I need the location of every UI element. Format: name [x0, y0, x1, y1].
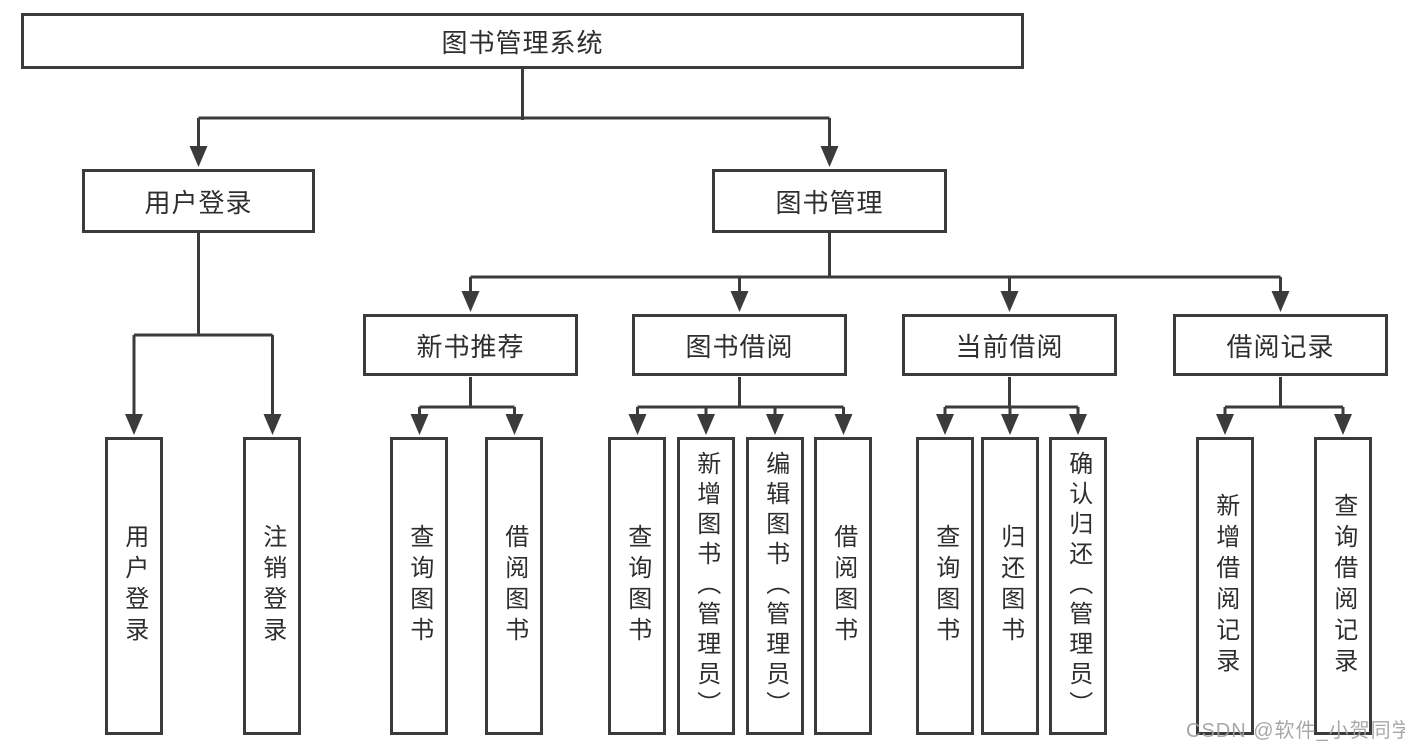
node-current-borrowing: 当前借阅 — [902, 314, 1117, 376]
node-borrow-borrow-books: 借阅图书 — [814, 437, 872, 735]
node-new-book-recommend-label: 新书推荐 — [416, 331, 525, 362]
node-records-add-record-label: 新增借阅记录 — [1211, 493, 1239, 679]
node-borrowing-records: 借阅记录 — [1173, 314, 1388, 376]
node-user-login-branch: 用户登录 — [82, 169, 315, 233]
node-current-query-books-label: 查询图书 — [931, 524, 959, 648]
node-root: 图书管理系统 — [21, 13, 1024, 69]
node-user-login-leaf-label: 用户登录 — [120, 524, 148, 648]
node-current-query-books: 查询图书 — [916, 437, 974, 735]
node-new-book-recommend: 新书推荐 — [363, 314, 578, 376]
arrowheads — [125, 146, 1352, 435]
node-records-add-record: 新增借阅记录 — [1196, 437, 1254, 735]
node-user-login-branch-label: 用户登录 — [144, 187, 253, 218]
node-borrow-query-books: 查询图书 — [608, 437, 666, 735]
node-current-confirm-return-admin: 确认归还（管理员） — [1049, 437, 1107, 735]
node-book-borrowing: 图书借阅 — [632, 314, 847, 376]
node-records-query-record: 查询借阅记录 — [1314, 437, 1372, 735]
node-borrow-edit-books-admin-label: 编辑图书（管理员） — [761, 451, 789, 721]
node-current-confirm-return-admin-label: 确认归还（管理员） — [1064, 451, 1092, 721]
node-newbook-query-books-label: 查询图书 — [405, 524, 433, 648]
node-book-management-branch: 图书管理 — [712, 169, 947, 233]
node-borrowing-records-label: 借阅记录 — [1226, 331, 1335, 362]
node-logout-leaf-label: 注销登录 — [258, 524, 286, 648]
node-borrow-edit-books-admin: 编辑图书（管理员） — [746, 437, 804, 735]
node-user-login-leaf: 用户登录 — [105, 437, 163, 735]
watermark: CSDN @软件_小贺同学 — [1186, 720, 1405, 742]
node-borrow-add-books-admin: 新增图书（管理员） — [677, 437, 735, 735]
node-newbook-borrow-books: 借阅图书 — [485, 437, 543, 735]
node-borrow-borrow-books-label: 借阅图书 — [829, 524, 857, 648]
node-current-return-books: 归还图书 — [981, 437, 1039, 735]
node-borrow-query-books-label: 查询图书 — [623, 524, 651, 648]
node-newbook-borrow-books-label: 借阅图书 — [500, 524, 528, 648]
node-logout-leaf: 注销登录 — [243, 437, 301, 735]
node-borrow-add-books-admin-label: 新增图书（管理员） — [692, 451, 720, 721]
node-root-label: 图书管理系统 — [441, 27, 604, 58]
node-current-return-books-label: 归还图书 — [996, 524, 1024, 648]
node-book-management-branch-label: 图书管理 — [775, 187, 884, 218]
node-records-query-record-label: 查询借阅记录 — [1329, 493, 1357, 679]
node-book-borrowing-label: 图书借阅 — [685, 331, 794, 362]
node-current-borrowing-label: 当前借阅 — [955, 331, 1064, 362]
node-newbook-query-books: 查询图书 — [390, 437, 448, 735]
